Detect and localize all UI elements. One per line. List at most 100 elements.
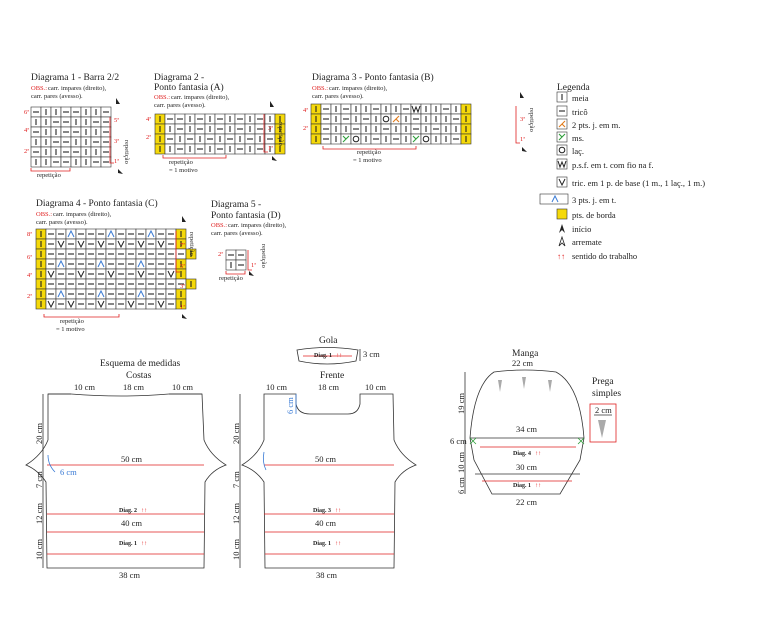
frente-diag-lines <box>265 531 394 555</box>
manga-outline <box>469 369 585 495</box>
stitch-symbol <box>558 146 566 154</box>
gola-shape <box>296 347 359 365</box>
manga-h6b: 6 cm <box>456 477 466 494</box>
diagram-5-title-2: Ponto fantasia (D) <box>211 210 281 221</box>
stitch-symbol <box>97 289 105 298</box>
frente-outline <box>241 393 417 569</box>
grid-cell <box>380 113 392 125</box>
stitch-symbol <box>411 105 421 114</box>
stitch-symbol <box>97 300 105 309</box>
frente-top-right: 10 cm <box>365 382 386 392</box>
diagram-5-obs-1: carr. impares (direito), <box>228 222 286 229</box>
stitch-symbol <box>392 115 400 123</box>
manga-w34: 34 cm <box>516 424 537 434</box>
gola-arrows: ↑↑ <box>336 353 342 359</box>
diagram-2: Diagrama 2 - Ponto fantasia (A) OBS.: ca… <box>146 73 286 174</box>
legend-label: 2 pts. j. em m. <box>572 120 620 130</box>
diagram-1-grid <box>30 106 112 168</box>
legend-swatch <box>556 158 568 170</box>
diagram-1-rep-bracket <box>30 168 71 172</box>
diagram-2-obs: OBS.: <box>154 94 170 101</box>
diagram-3-row-4: 4ª <box>303 107 308 114</box>
frente-w38: 38 cm <box>316 570 337 580</box>
manga: Manga 22 cm 34 cm 19 cm 6 cm 10 cm 6 cm … <box>450 349 585 507</box>
legend-label: meia <box>572 93 589 103</box>
diagram-3-rep-1: repetição <box>357 149 381 156</box>
diagram-1-row-3: 3ª <box>114 138 119 145</box>
diagram-1-row-4: 4ª <box>24 127 29 134</box>
diagram-5-rep: repetição <box>219 275 243 282</box>
stitch-symbol <box>57 240 65 249</box>
frente-w50: 50 cm <box>315 454 336 464</box>
manga-w30: 30 cm <box>516 462 537 472</box>
frente-diag-a: Diag. 3 <box>313 508 331 514</box>
diagram-4-row-3: 3ª <box>180 283 185 290</box>
manga-h19: 19 cm <box>456 393 466 414</box>
costas-top-right: 10 cm <box>172 382 193 392</box>
diagram-1-finish-icon <box>116 98 120 104</box>
diagram-5-rep-bracket <box>225 271 246 275</box>
costas-w50: 50 cm <box>121 454 142 464</box>
stitch-symbol <box>558 133 566 141</box>
legend-label: início <box>572 224 591 234</box>
diagram-3-row-3: 3ª <box>520 116 525 123</box>
diagram-3-title: Diagrama 3 - Ponto fantasia (B) <box>312 72 434 83</box>
stitch-symbol <box>342 135 350 143</box>
legend-swatch <box>556 208 568 220</box>
stitch-symbol <box>167 270 175 279</box>
stitch-symbol <box>137 259 145 268</box>
stitch-symbol <box>422 135 430 143</box>
diagram-5-obs-2: carr. pares (avesso). <box>211 230 263 237</box>
diagram-4-row-5: 5ª <box>180 263 185 270</box>
stitch-symbol <box>157 240 165 249</box>
manga-h10: 10 cm <box>456 452 466 473</box>
costas-diag-b: Diag. 1 <box>119 541 137 547</box>
finish-icon <box>558 235 566 247</box>
diagram-4-obs-1: carr. impares (direito), <box>53 211 111 218</box>
diagram-2-rep-2: = 1 motivo <box>169 167 198 174</box>
costas-w40: 40 cm <box>121 518 142 528</box>
manga-pleats <box>498 377 552 392</box>
legend-swatch <box>556 176 568 188</box>
diagram-1-rep: repetição <box>37 172 61 179</box>
manga-h6a: 6 cm <box>450 436 467 446</box>
diagram-4-side-label: repetição <box>188 232 195 256</box>
diagram-2-row-4: 4ª <box>146 116 151 123</box>
diagram-1-row-2: 2ª <box>24 148 29 155</box>
diagram-1-row-1: 1ª <box>114 158 119 165</box>
diagram-2-grid <box>154 113 286 155</box>
start-icon <box>559 224 565 233</box>
diagram-2-obs-1: carr. impares (direito), <box>171 94 229 101</box>
stitch-symbol <box>557 160 567 169</box>
diagram-2-row-2: 2ª <box>146 134 151 141</box>
stitch-symbol <box>67 229 75 238</box>
legend-label: laç. <box>572 146 584 156</box>
costas-arrows-b: ↑↑ <box>141 541 147 547</box>
manga-diag-a: Diag. 4 <box>513 451 531 457</box>
diagram-4-side-bracket <box>175 231 180 273</box>
diagram-5-grid <box>225 249 247 271</box>
prega-title-2: simples <box>592 389 621 399</box>
prega-title-1: Prega <box>592 377 614 387</box>
stitch-symbol <box>137 270 145 279</box>
frente-diag-b: Diag. 1 <box>313 541 331 547</box>
legend-label: tric. em 1 p. de base (1 m., 1 laç., 1 m… <box>572 178 705 188</box>
manga-top: 22 cm <box>512 358 533 368</box>
diagram-4-finish-icon <box>182 216 186 222</box>
diagram-4-start-icon <box>182 314 187 319</box>
diagram-5-row-2: 2ª <box>218 251 223 258</box>
stitch-symbol <box>157 300 165 309</box>
legend-swatch <box>556 144 568 156</box>
costas-outline <box>25 393 227 569</box>
diagram-3-rep-2: = 1 motivo <box>353 157 382 164</box>
prega-pleat <box>598 420 606 438</box>
frente-h12: 12 cm <box>231 503 241 524</box>
stitch-symbol <box>382 115 390 123</box>
legend-title: Legenda <box>557 83 590 93</box>
stitch-symbol <box>57 259 65 268</box>
diagram-2-rep-1: repetição <box>169 159 193 166</box>
diagram-3-rep-bracket <box>322 146 417 150</box>
stitch-symbol <box>57 289 65 298</box>
